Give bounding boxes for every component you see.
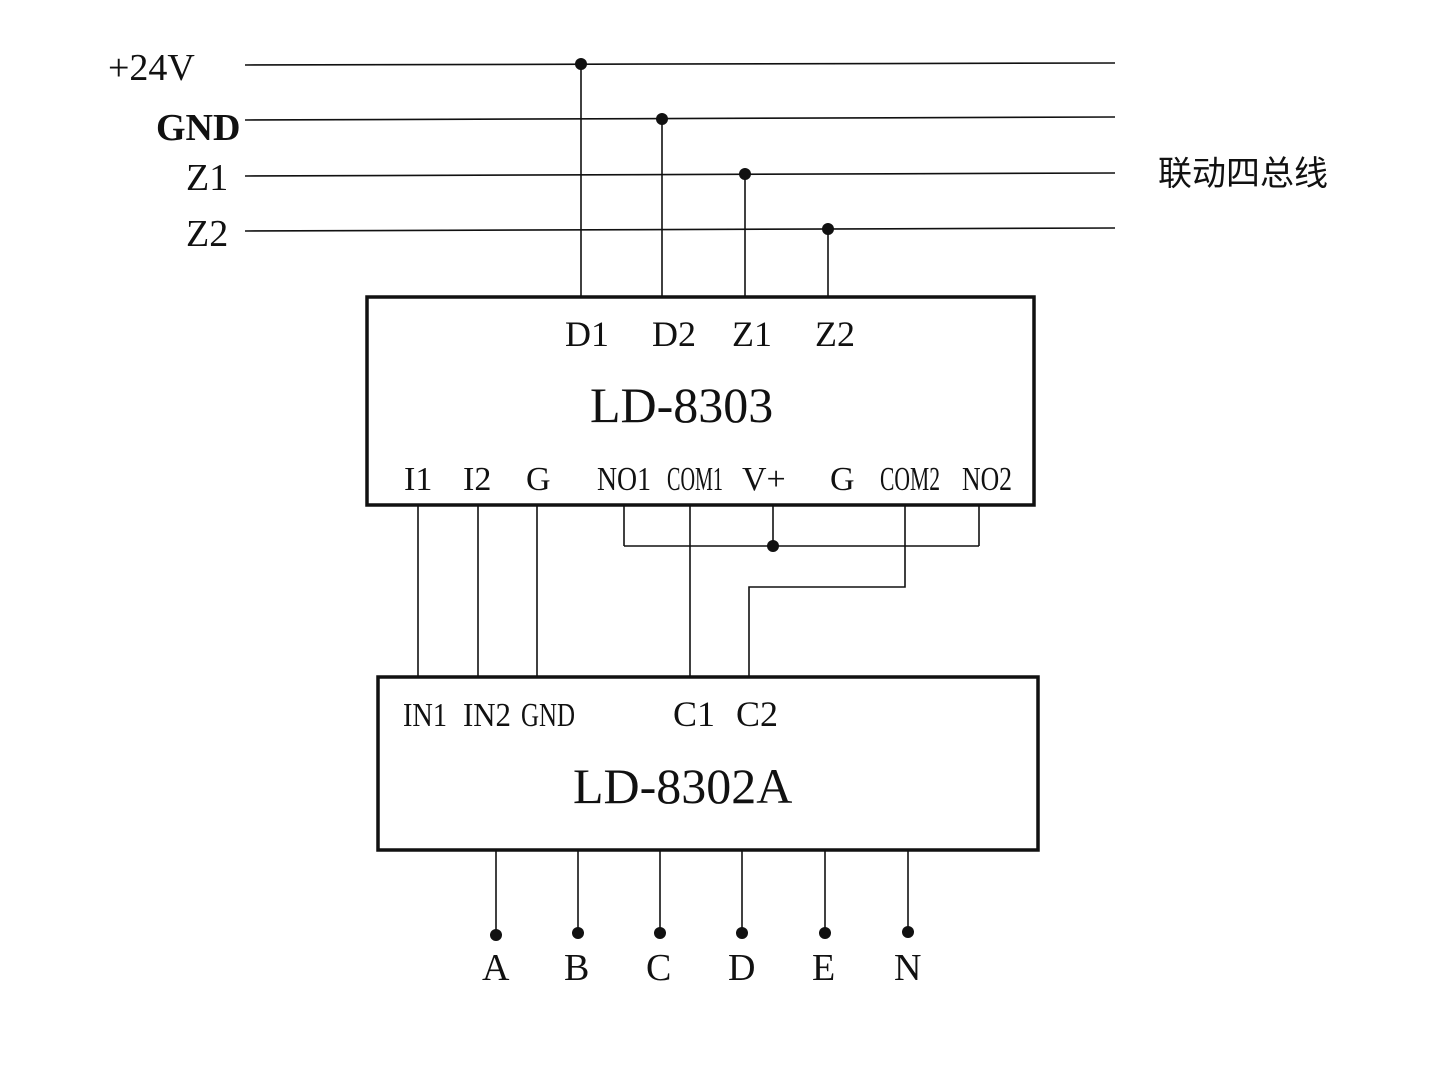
terminal-z2: Z2 xyxy=(815,314,855,354)
bus-line-z1 xyxy=(244,172,1116,177)
bus-label-gnd: GND xyxy=(156,107,240,149)
output-label-e: E xyxy=(812,947,835,989)
output-label-a: A xyxy=(482,947,510,989)
bus-title: 联动四总线 xyxy=(1158,155,1328,193)
junction-dot xyxy=(767,540,779,552)
terminal-c1: C1 xyxy=(673,694,715,734)
output-terminal-dot xyxy=(654,927,666,939)
output-terminal-dot xyxy=(736,927,748,939)
terminal-com2: COM2 xyxy=(880,461,940,498)
output-label-n: N xyxy=(894,947,921,989)
output-label-d: D xyxy=(728,947,755,989)
junction-dot xyxy=(656,113,668,125)
output-terminal-dot xyxy=(490,929,502,941)
output-terminal-dot xyxy=(572,927,584,939)
bus-lines xyxy=(244,62,1116,232)
bus-line-gnd xyxy=(244,116,1116,121)
junction-dot xyxy=(575,58,587,70)
module-ld-8302a-name: LD-8302A xyxy=(573,758,792,814)
module-ld-8303 xyxy=(365,295,1036,507)
output-terminal-dot xyxy=(819,927,831,939)
output-terminal-dot xyxy=(902,926,914,938)
terminal-d1: D1 xyxy=(565,314,609,354)
terminal-i2: I2 xyxy=(463,461,491,498)
output-label-b: B xyxy=(564,947,589,989)
bus-label-z2: Z2 xyxy=(186,213,228,255)
module-ld-8302a xyxy=(376,675,1040,852)
bus-label-24v: +24V xyxy=(108,47,195,89)
module-ld-8303-name: LD-8303 xyxy=(590,377,773,433)
terminal-in2: IN2 xyxy=(463,697,511,734)
output-label-c: C xyxy=(646,947,671,989)
terminal-in1: IN1 xyxy=(403,697,447,734)
output-terminals xyxy=(490,850,914,941)
terminal-vplus: V+ xyxy=(742,461,786,498)
bus-taps xyxy=(575,58,834,297)
terminal-gnd: GND xyxy=(521,697,575,734)
terminal-g2: G xyxy=(830,461,855,498)
junction-dot xyxy=(739,168,751,180)
junction-dot xyxy=(822,223,834,235)
terminal-no1: NO1 xyxy=(597,461,651,498)
terminal-z1: Z1 xyxy=(732,314,772,354)
bus-line-z2 xyxy=(244,227,1116,232)
terminal-d2: D2 xyxy=(652,314,696,354)
terminal-com1: COM1 xyxy=(667,461,723,498)
bus-line-24v xyxy=(244,62,1116,66)
terminal-i1: I1 xyxy=(404,461,432,498)
terminal-no2: NO2 xyxy=(962,461,1012,498)
bus-label-z1: Z1 xyxy=(186,157,228,199)
terminal-g1: G xyxy=(526,461,551,498)
terminal-c2: C2 xyxy=(736,694,778,734)
interconnect-wires xyxy=(417,505,980,677)
